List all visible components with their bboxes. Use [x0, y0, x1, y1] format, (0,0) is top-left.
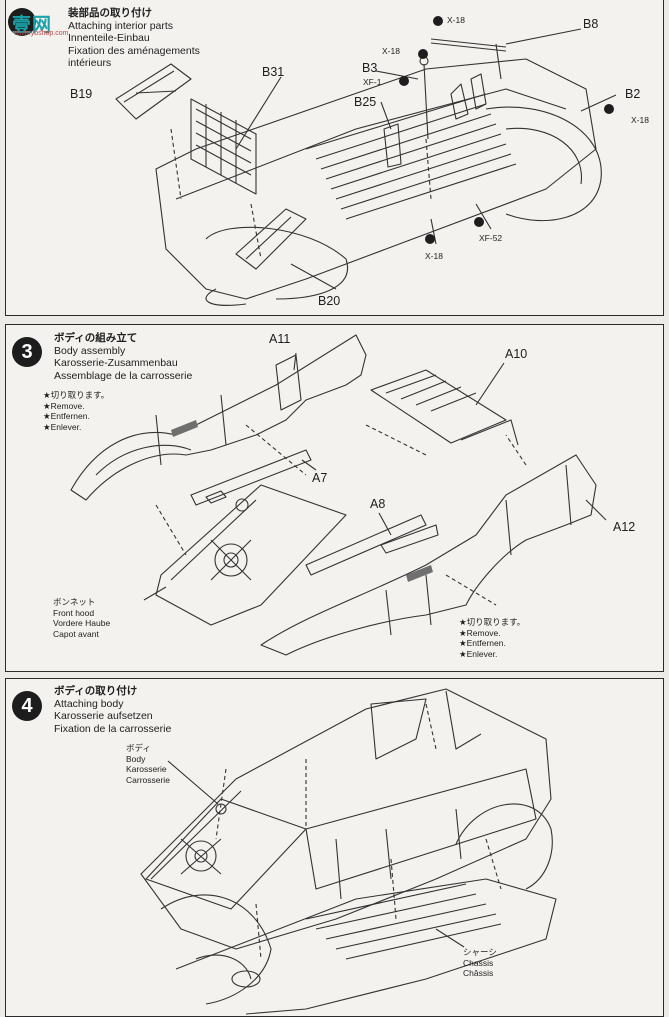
label-b31: B31	[262, 65, 285, 79]
remove-note-right-de: ★Entfernen.	[459, 638, 506, 648]
label-b3: B3	[362, 61, 378, 75]
step-3-panel: 3 ボディの組み立て Body assembly Karosserie-Zusa…	[5, 324, 664, 672]
step-4-number: 4	[21, 694, 33, 717]
remove-note-left-de: ★Entfernen.	[43, 411, 90, 421]
step-2-titles: 装部品の取り付け Attaching interior parts Innent…	[68, 7, 200, 70]
label-x18-bottom: X-18	[425, 251, 443, 261]
step-2-circle	[8, 8, 36, 36]
step-3-title-jp: ボディの組み立て	[54, 332, 138, 344]
step-3-number: 3	[21, 340, 33, 363]
remove-note-left-jp: ★切り取ります。	[43, 390, 110, 400]
body-label: ボディ Body Karosserie Carrosserie	[126, 743, 170, 785]
step-2-panel: 装部品の取り付け Attaching interior parts Innent…	[5, 0, 664, 316]
step-3-circle: 3	[12, 337, 42, 367]
label-a10: A10	[505, 347, 528, 361]
label-a8: A8	[370, 497, 386, 511]
front-hood-label: ボンネット Front hood Vordere Haube Capot ava…	[53, 597, 110, 639]
step-3-titles: ボディの組み立て Body assembly Karosserie-Zusamm…	[54, 332, 192, 382]
body-label-en: Body	[126, 753, 146, 764]
body-label-fr: Carrosserie	[126, 774, 170, 785]
chassis-label-fr: Châssis	[463, 968, 494, 978]
body-label-jp: ボディ	[126, 743, 151, 753]
label-b8: B8	[583, 17, 599, 31]
watermark-brand: 壹网	[12, 15, 53, 36]
front-hood-de: Vordere Haube	[53, 618, 111, 628]
body-assembly-drawing	[70, 334, 607, 656]
step-4-panel: 4 ボディの取り付け Attaching body Karosserie auf…	[5, 678, 664, 1017]
step-4-title-en: Attaching body	[54, 697, 124, 710]
front-hood-en: Front hood	[53, 607, 95, 618]
label-a7: A7	[312, 471, 328, 485]
remove-note-right-fr: ★Enlever.	[459, 648, 498, 659]
watermark-site: www.ybshop.com	[14, 30, 69, 37]
label-b19: B19	[70, 87, 93, 101]
attaching-body-drawing	[140, 688, 557, 1015]
front-hood-jp: ボンネット	[53, 597, 96, 607]
chassis-label-jp: シャーシ	[463, 947, 497, 957]
step-4-circle: 4	[12, 691, 42, 721]
step-2-title-fr-2: intérieurs	[68, 57, 112, 69]
remove-note-right-en: ★Remove.	[459, 627, 501, 638]
step-4-title-de: Karosserie aufsetzen	[54, 710, 153, 722]
step-2-title-en: Attaching interior parts	[68, 19, 174, 32]
step-4-title-fr: Fixation de la carrosserie	[54, 722, 172, 735]
chassis-label-en: Chassis	[463, 957, 494, 968]
label-a11: A11	[269, 332, 291, 346]
step-3-title-fr: Assemblage de la carrosserie	[54, 369, 193, 382]
label-b25: B25	[354, 95, 377, 109]
front-hood-fr: Capot avant	[53, 628, 99, 639]
step-2-title-fr-1: Fixation des aménagements	[68, 44, 200, 57]
step-2-title-de: Innenteile-Einbau	[68, 32, 150, 44]
label-xf52: XF-52	[479, 233, 503, 243]
label-a12: A12	[613, 520, 636, 534]
body-label-de: Karosserie	[126, 764, 167, 774]
label-xf1: XF-1	[363, 77, 382, 87]
interior-parts-drawing	[115, 16, 617, 306]
remove-note-left-en: ★Remove.	[43, 400, 85, 411]
step-3-title-en: Body assembly	[54, 344, 126, 357]
label-x18-top: X-18	[447, 15, 465, 25]
step-3-title-de: Karosserie-Zusammenbau	[54, 357, 178, 369]
step-4-title-jp: ボディの取り付け	[54, 685, 138, 697]
step-4-titles: ボディの取り付け Attaching body Karosserie aufse…	[54, 685, 171, 735]
label-x18-left: X-18	[382, 46, 400, 56]
label-b2: B2	[625, 87, 641, 101]
remove-note-left-fr: ★Enlever.	[43, 421, 82, 432]
remove-note-right-jp: ★切り取ります。	[459, 617, 526, 627]
remove-note-right: ★切り取ります。 ★Remove. ★Entfernen. ★Enlever.	[459, 617, 525, 659]
label-x18-right: X-18	[631, 115, 649, 125]
chassis-label: シャーシ Chassis Châssis	[463, 947, 497, 979]
label-b20: B20	[318, 294, 341, 308]
remove-note-left: ★切り取ります。 ★Remove. ★Entfernen. ★Enlever.	[43, 390, 109, 432]
watermark-logo: 壹网 www.ybshop.com	[4, 6, 70, 37]
step-2-title-jp: 装部品の取り付け	[68, 7, 152, 19]
